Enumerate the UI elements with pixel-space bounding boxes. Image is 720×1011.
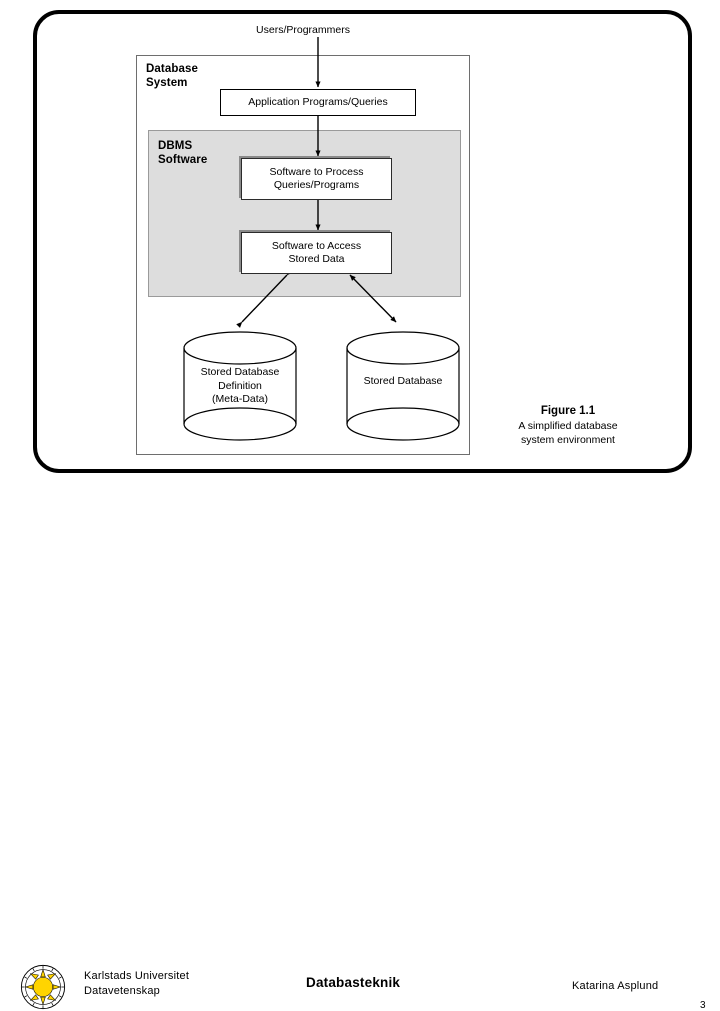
box-software-to-access-stored-data: Software to Access Stored Data bbox=[241, 232, 392, 274]
box-application-programs-queries: Application Programs/Queries bbox=[220, 89, 416, 116]
university-name-label: Karlstads Universitet Datavetenskap bbox=[84, 970, 190, 997]
author-name-label: Katarina Asplund bbox=[572, 980, 659, 992]
dbms-software-label: DBMS Software bbox=[158, 140, 208, 166]
figure-caption: Figure 1.1 A simplified database system … bbox=[478, 404, 658, 447]
dbms-software-boundary bbox=[148, 130, 461, 297]
cylinder-label: Stored Database Definition (Meta-Data) bbox=[200, 366, 280, 405]
box-software-to-process-queries: Software to Process Queries/Programs bbox=[241, 158, 392, 200]
cylinder-shape-icon bbox=[346, 331, 460, 441]
figure-diagram: Database System DBMS Software Users/Prog… bbox=[0, 0, 720, 478]
figure-caption-subtitle: A simplified database system environment bbox=[518, 420, 618, 446]
cylinder-label: Stored Database bbox=[363, 375, 443, 387]
karlstad-university-sun-seal-icon bbox=[20, 964, 66, 1010]
cylinder-stored-database: Stored Database bbox=[345, 330, 461, 442]
cylinder-shape-icon bbox=[183, 331, 297, 441]
course-title-label: Databasteknik bbox=[306, 975, 401, 990]
database-system-label: Database System bbox=[146, 63, 198, 89]
users-programmers-label: Users/Programmers bbox=[256, 24, 350, 36]
slide-footer: Karlstads Universitet Datavetenskap Data… bbox=[0, 478, 720, 1011]
figure-caption-title: Figure 1.1 bbox=[540, 405, 596, 417]
page-number-label: 3 bbox=[700, 1000, 706, 1011]
cylinder-stored-database-definition: Stored Database Definition (Meta-Data) bbox=[182, 330, 298, 442]
